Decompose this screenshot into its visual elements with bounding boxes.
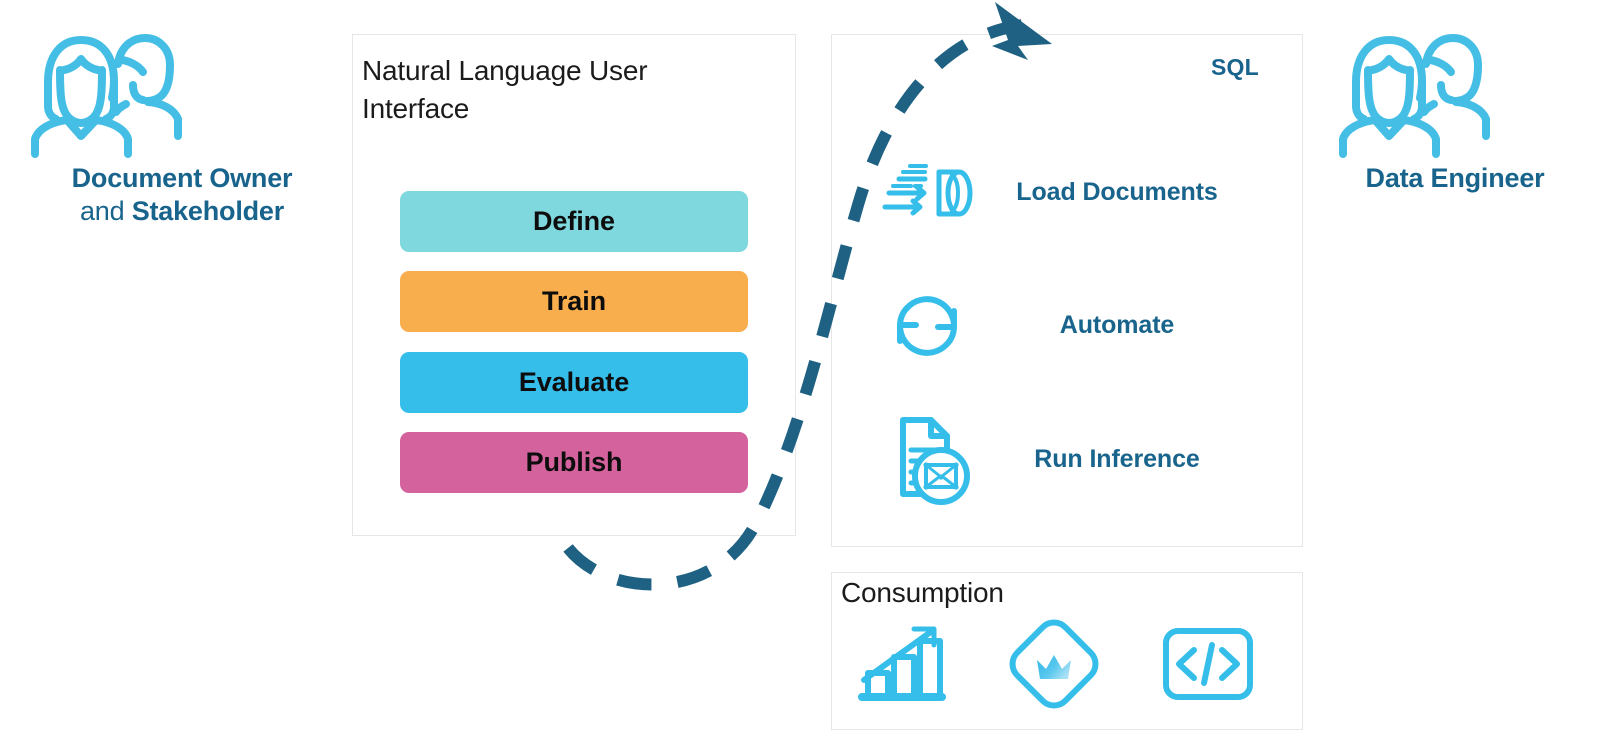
consumption-panel-title: Consumption: [841, 577, 1004, 608]
stage-button-train-label: Train: [541, 286, 607, 316]
stage-button-define-label: Define: [533, 206, 615, 236]
stage-button-evaluate[interactable]: Evaluate: [400, 352, 748, 413]
consumption-icon-row: [858, 618, 1254, 710]
actor-document-owner-label: Document Owner and Stakeholder: [22, 162, 342, 228]
two-people-icon: [1330, 30, 1580, 158]
stage-button-publish-label: Publish: [525, 447, 623, 477]
qlik-diamond-crown-icon[interactable]: [1008, 618, 1100, 710]
actor-data-engineer-label: Data Engineer: [1365, 163, 1545, 193]
refresh-cycle-icon: [872, 283, 982, 369]
document-network-icon: [872, 416, 982, 505]
stage-button-publish[interactable]: Publish: [400, 432, 748, 493]
nlui-panel-title: Natural Language User Interface: [362, 55, 648, 125]
stage-button-evaluate-label: Evaluate: [518, 367, 630, 397]
actor-label-line1: Document Owner: [71, 163, 293, 193]
sql-row-run-inference[interactable]: Run Inference: [872, 417, 1272, 505]
two-people-icon: [22, 30, 342, 158]
sql-row-load-documents[interactable]: Load Documents: [872, 155, 1272, 230]
dashed-feedback-loop-arrow: [563, 2, 1052, 591]
actor-document-owner: Document Owner and Stakeholder: [22, 30, 342, 228]
actor-label-line2-prefix: and: [79, 195, 132, 226]
sql-row-automate[interactable]: Automate: [872, 288, 1272, 363]
data-pipeline-icon: [872, 162, 982, 224]
sql-row-automate-label: Automate: [1059, 310, 1175, 339]
code-brackets-icon[interactable]: [1162, 626, 1254, 702]
sql-panel: [831, 34, 1303, 547]
sql-row-run-inference-label: Run Inference: [1034, 445, 1200, 474]
stage-button-train[interactable]: Train: [400, 271, 748, 332]
sql-panel-tag: SQL: [1211, 54, 1259, 80]
actor-label-line2-bold: Stakeholder: [131, 195, 285, 226]
bar-chart-trend-icon[interactable]: [858, 623, 946, 705]
stage-button-define[interactable]: Define: [400, 191, 748, 252]
actor-data-engineer: Data Engineer: [1330, 30, 1580, 195]
sql-row-load-documents-label: Load Documents: [1016, 177, 1218, 206]
